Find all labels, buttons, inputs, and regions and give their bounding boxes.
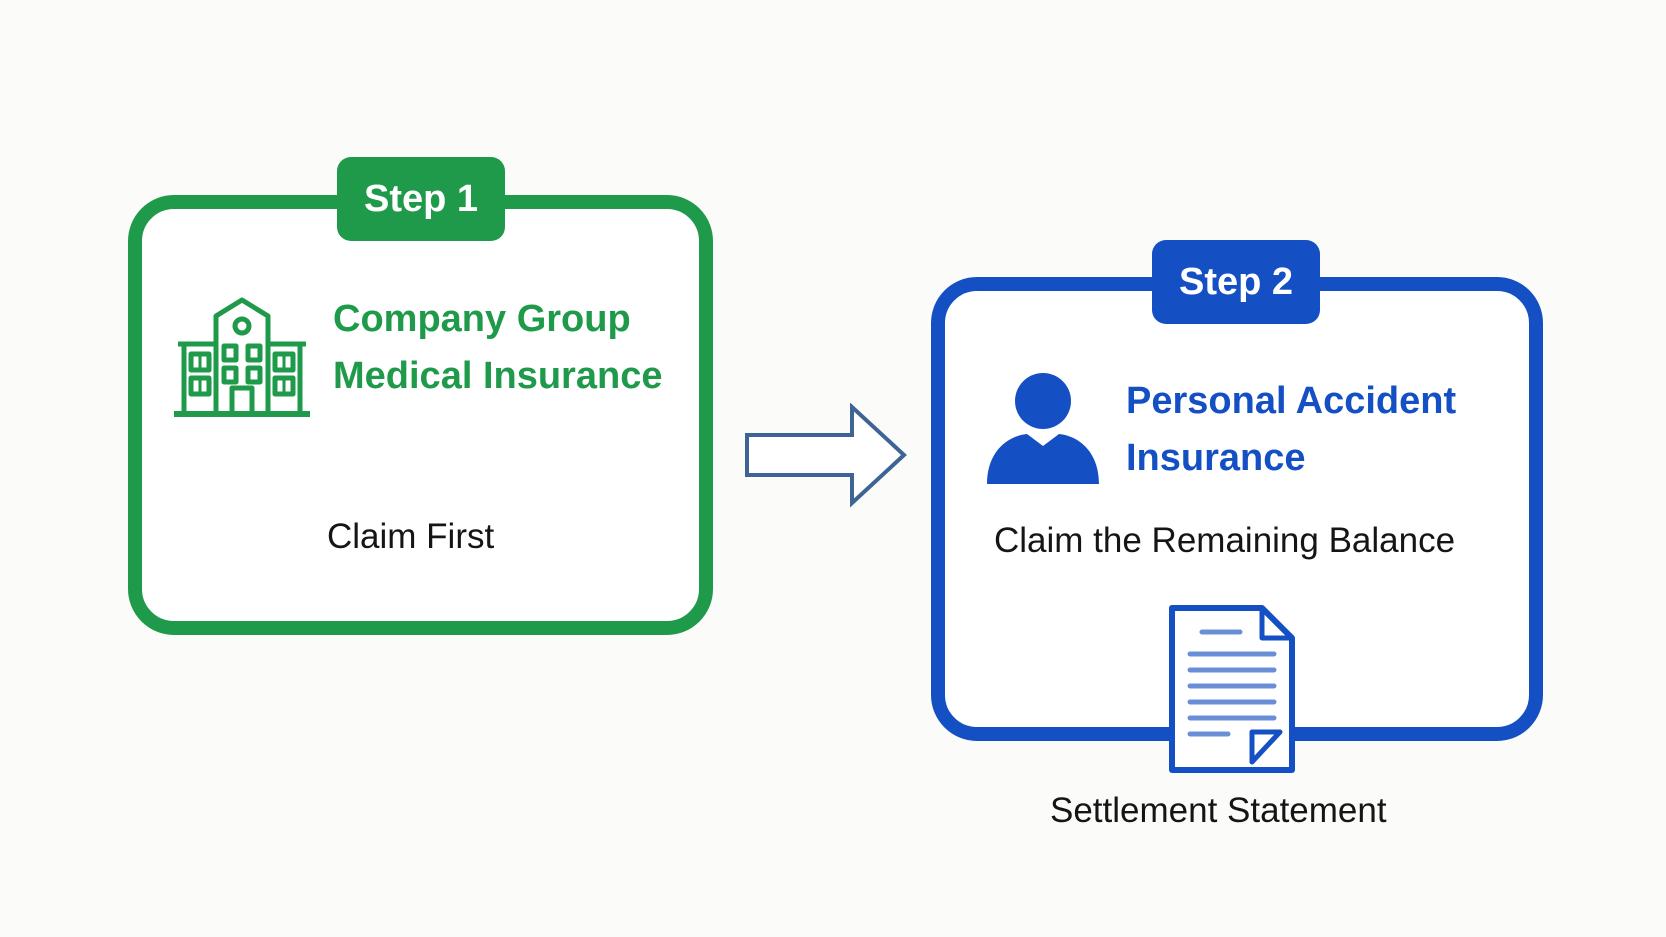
step1-title-line2: Medical Insurance — [333, 355, 663, 397]
building-icon — [174, 297, 310, 417]
person-icon — [987, 373, 1099, 484]
step2-title-line2: Insurance — [1126, 437, 1306, 479]
document-icon — [1169, 605, 1295, 773]
step2-title-line1: Personal Accident — [1126, 380, 1457, 422]
step1-action-text: Claim First — [327, 517, 495, 556]
arrow-right-icon — [745, 403, 907, 508]
step2-title: Personal Accident Insurance — [1126, 373, 1526, 487]
document-label: Settlement Statement — [1050, 791, 1387, 830]
step2-action-text: Claim the Remaining Balance — [994, 521, 1456, 560]
step2-badge: Step 2 — [1152, 240, 1320, 324]
step1-title: Company Group Medical Insurance — [333, 291, 703, 405]
step1-title-line1: Company Group — [333, 298, 631, 340]
step1-badge: Step 1 — [337, 157, 505, 241]
